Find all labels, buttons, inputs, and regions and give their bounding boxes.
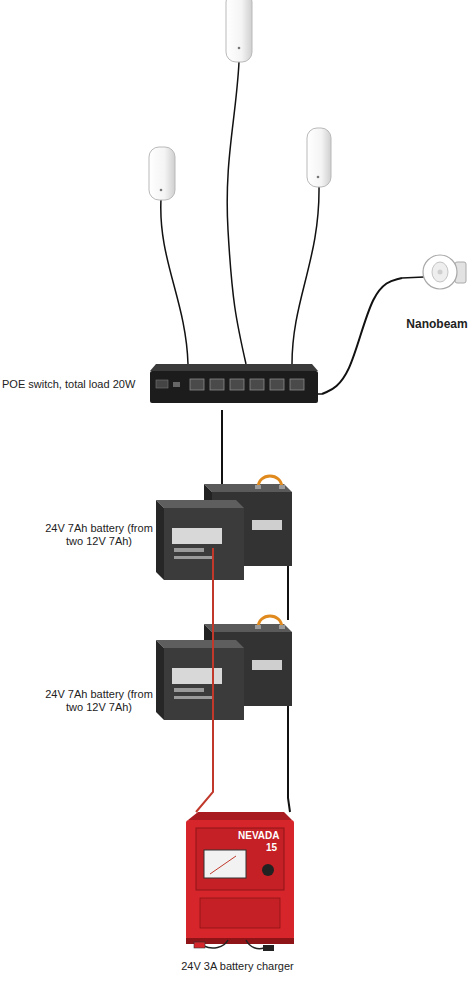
access-point-part <box>226 0 252 62</box>
battery-charger-part <box>200 898 280 928</box>
poe-switch-part-part <box>190 379 204 390</box>
device-node: 24V 7Ah battery (from two 12V 7Ah) <box>40 620 295 724</box>
battery-pack-part <box>156 640 164 720</box>
battery-charger-part <box>210 856 236 874</box>
ap-led <box>160 47 320 192</box>
battery-pack-part <box>156 500 244 508</box>
battery-charger-part <box>263 945 274 951</box>
ap-cable-part <box>227 62 246 364</box>
poe-switch-part-part <box>290 379 304 390</box>
access-point-part <box>149 147 175 200</box>
poe-switch-part <box>156 380 168 388</box>
battery-pack-part <box>174 556 214 559</box>
battery-pack <box>156 616 292 724</box>
battery-pack-part <box>212 548 214 582</box>
poe-switch-part-part <box>250 379 264 390</box>
battery-charger-part <box>194 942 205 948</box>
poe-switch-part-part <box>270 379 284 390</box>
battery-pack-part <box>174 548 204 552</box>
battery-pack-part <box>279 625 285 629</box>
nanobeam-antenna-part <box>402 277 424 278</box>
poe-switch-part <box>190 379 304 390</box>
cable <box>221 410 223 480</box>
poe-switch-part-part <box>210 379 224 390</box>
battery-pack-part <box>255 485 261 489</box>
battery-pack-part <box>252 520 282 530</box>
battery-pack-part <box>204 624 292 632</box>
battery-charger-part <box>188 812 292 820</box>
battery-pack-part <box>252 660 282 670</box>
device-node: 24V 7Ah battery (from two 12V 7Ah) <box>40 480 295 582</box>
battery-charger-part <box>262 864 274 876</box>
battery-pack-part <box>258 616 282 628</box>
battery-pack-part <box>287 566 289 582</box>
battery-pack-part <box>172 528 222 544</box>
ap-cable-part <box>161 199 188 364</box>
ap-led-part <box>160 189 163 192</box>
cable <box>196 582 213 812</box>
device-node: 24V 3A battery charger <box>150 812 325 982</box>
device-caption: 24V 7Ah battery (from two 12V 7Ah) <box>42 522 156 548</box>
battery-pack-part <box>156 640 244 648</box>
poe-switch-part <box>150 371 318 403</box>
device-node: POE switch, total load 20W <box>0 362 322 410</box>
battery-pack-part <box>164 648 244 720</box>
access-point <box>149 0 331 200</box>
cable <box>288 724 290 812</box>
label-anchor: NEVADA <box>238 830 279 841</box>
battery-charger-part <box>204 850 246 878</box>
cable <box>322 278 402 394</box>
battery-pack <box>156 476 292 582</box>
device-caption: POE switch, total load 20W <box>2 378 150 391</box>
battery-pack-part <box>172 668 222 684</box>
battery-pack-part <box>156 500 164 580</box>
battery-pack-part <box>279 485 285 489</box>
brand-label: NEVADA <box>238 830 279 841</box>
label-anchor: 15 <box>266 842 277 853</box>
ap-led-part <box>238 47 241 50</box>
device-caption: 24V 3A battery charger <box>150 960 325 973</box>
poe-switch-part <box>150 364 318 371</box>
battery-pack-part <box>255 625 261 629</box>
device-caption: Nanobeam <box>404 317 470 331</box>
battery-pack-part <box>287 706 289 724</box>
device-node: Nanobeam <box>402 245 472 337</box>
battery-charger <box>186 812 294 951</box>
battery-pack-part <box>174 688 204 692</box>
nanobeam-antenna-part <box>432 262 448 282</box>
poe-switch-part <box>173 382 180 387</box>
device-caption: 24V 7Ah battery (from two 12V 7Ah) <box>42 688 156 714</box>
brand-label: 15 <box>266 842 277 853</box>
battery-charger-part <box>246 940 264 949</box>
access-point-part <box>307 128 331 187</box>
nanobeam-antenna <box>402 255 466 289</box>
battery-charger-part <box>186 820 294 940</box>
battery-pack-part <box>204 484 292 492</box>
battery-charger-part <box>204 940 228 948</box>
ap-led-part <box>317 176 320 179</box>
battery-pack-part <box>258 476 282 488</box>
ap-cable <box>161 62 319 364</box>
battery-pack-part <box>164 508 244 580</box>
poe-switch-part <box>318 393 322 395</box>
battery-pack-part <box>174 696 214 699</box>
ap-cable-part <box>292 186 319 364</box>
battery-charger-part <box>196 828 284 890</box>
nanobeam-antenna-part <box>438 270 443 275</box>
nanobeam-antenna-part <box>423 255 457 289</box>
poe-switch <box>150 364 322 403</box>
poe-switch-part-part <box>230 379 244 390</box>
cable <box>287 582 289 620</box>
